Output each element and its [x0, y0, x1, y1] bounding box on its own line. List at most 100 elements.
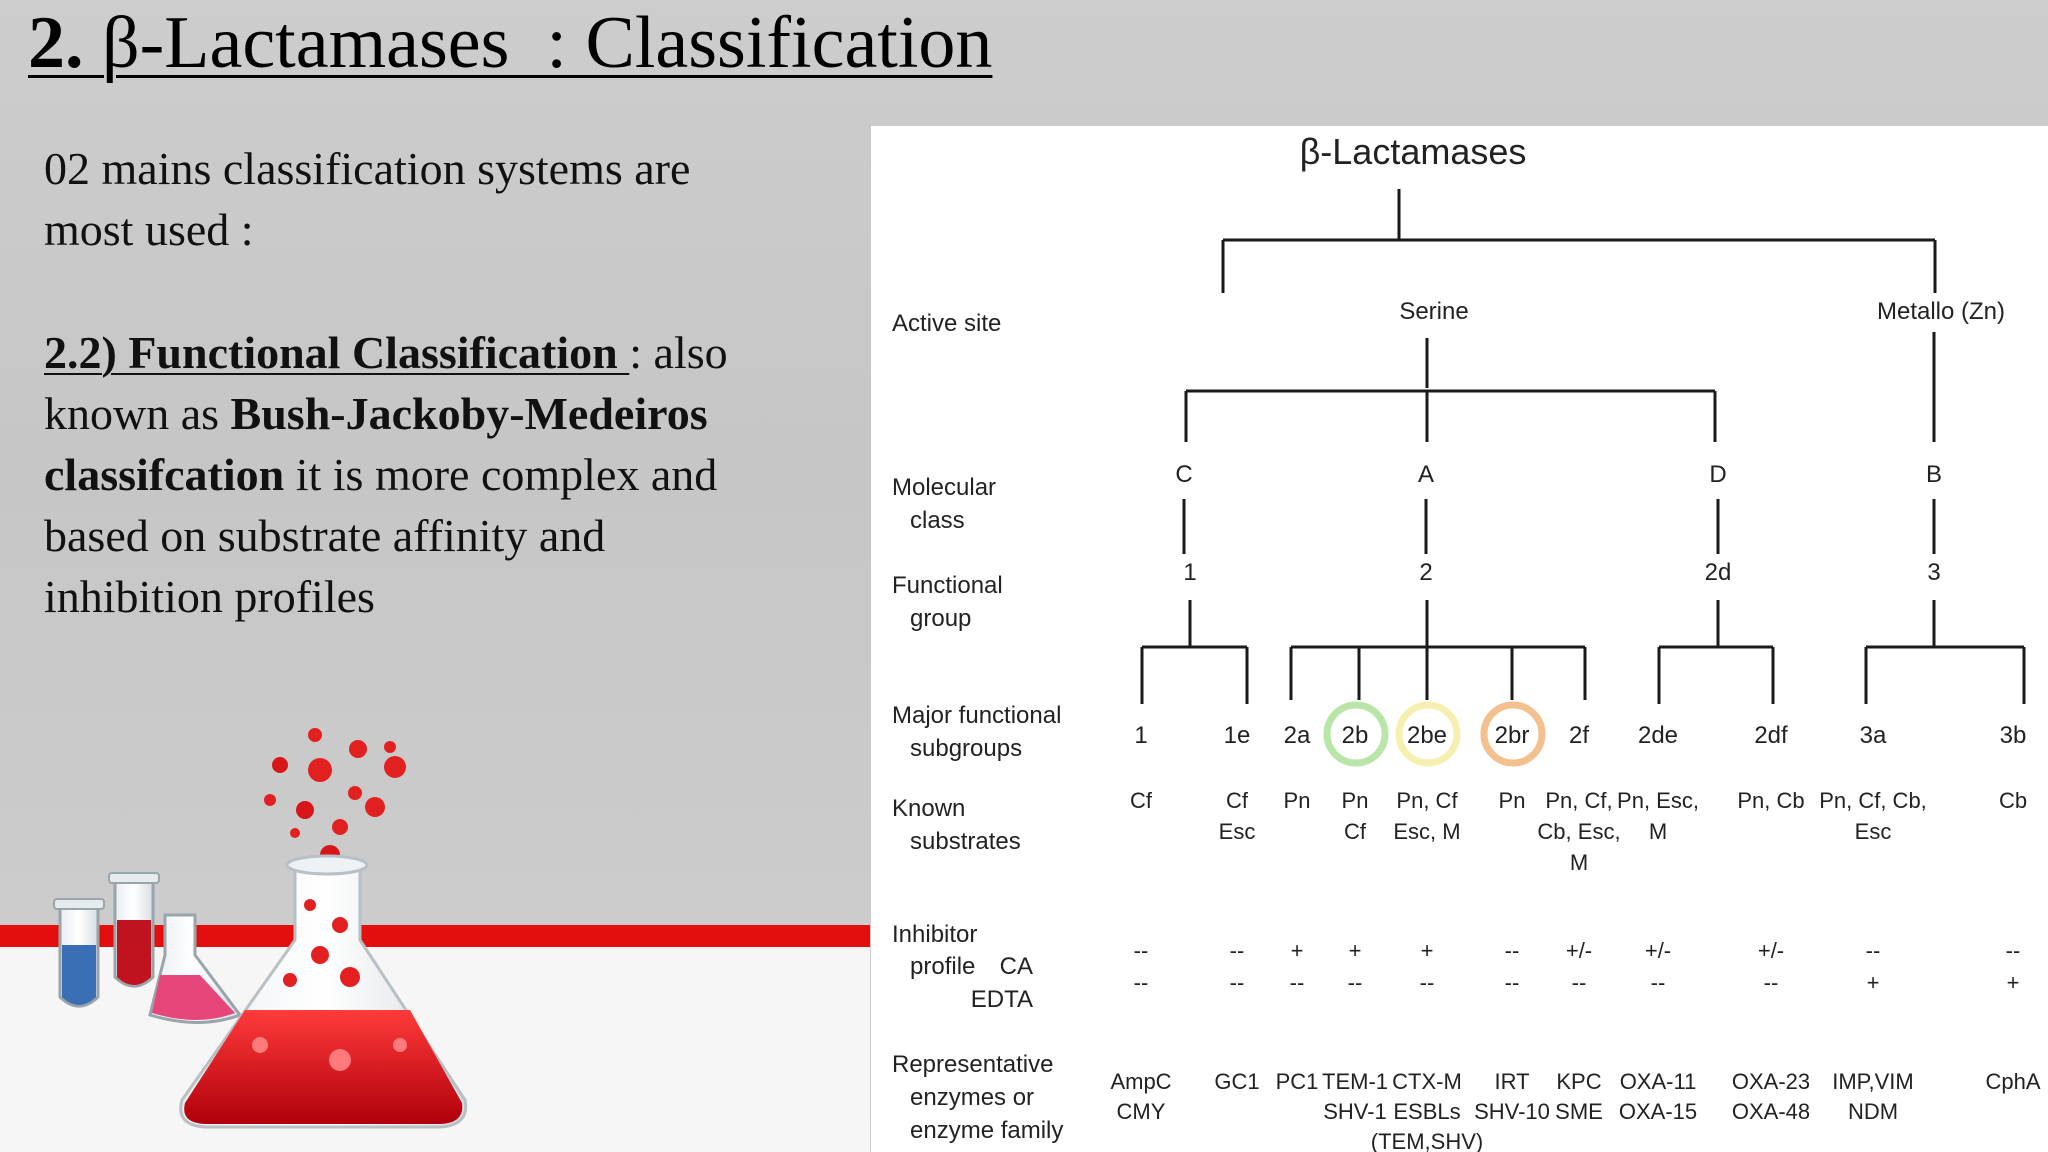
- subgroup-label: 3b: [2000, 722, 2027, 749]
- enzyme-label: SME: [1555, 1099, 1603, 1124]
- substrate-label: Pn, Cf,: [1545, 788, 1612, 813]
- enzyme-label: (TEM,SHV): [1371, 1129, 1483, 1152]
- enzyme-label: OXA-15: [1619, 1099, 1697, 1124]
- row-label-major-subgroups: Major functional: [892, 702, 1061, 729]
- enzyme-label: SHV-10: [1474, 1099, 1550, 1124]
- row-label-known-substrates: substrates: [910, 828, 1021, 855]
- substrate-label: Esc, M: [1393, 819, 1460, 844]
- molecular-class-d: D: [1709, 461, 1726, 488]
- substrate-label: Pn, Cf, Cb,: [1819, 788, 1927, 813]
- flask-icon: [179, 854, 468, 1129]
- ca-inhibition-value: +/-: [1645, 938, 1671, 963]
- body-text-segment: it is more complex and: [284, 449, 718, 500]
- functional-group-1: 1: [1183, 559, 1196, 586]
- bold-term: classifcation: [44, 449, 285, 500]
- classification-diagram: β-Lactamases Active site Molecular class…: [871, 126, 2048, 1152]
- functional-group-nodes: 1 2 2d 3: [1183, 559, 1940, 586]
- enzyme-label: OXA-11: [1620, 1069, 1697, 1094]
- subgroup-label: 2a: [1284, 722, 1311, 749]
- functional-classification-paragraph: 2.2) Functional Classification : also: [44, 322, 864, 383]
- edta-inhibition-value: --: [1572, 970, 1587, 995]
- body-text: 02 mains classification systems are most…: [44, 138, 864, 627]
- functional-group-2: 2: [1419, 559, 1432, 586]
- substrate-label: M: [1649, 819, 1667, 844]
- substrate-label: Pn: [1499, 788, 1526, 813]
- subgroup-highlight-ring: [1480, 701, 1546, 767]
- row-label-molecular-class: Molecular: [892, 474, 996, 501]
- subgroup-highlight-ring: [1323, 701, 1389, 767]
- edta-inhibition-value: --: [1505, 970, 1520, 995]
- ca-inhibition-value: --: [1230, 938, 1245, 963]
- functional-group-2d: 2d: [1705, 559, 1732, 586]
- subgroup-label: 2b: [1342, 722, 1369, 749]
- red-band: [0, 925, 870, 947]
- enzyme-label: ESBLs: [1393, 1099, 1460, 1124]
- edta-inhibition-value: --: [1420, 970, 1435, 995]
- subgroup-highlight-ring: [1395, 701, 1461, 767]
- row-label-representative: enzyme family: [910, 1117, 1063, 1144]
- subgroup-label: 1: [1134, 722, 1147, 749]
- ca-inhibition-value: --: [2006, 938, 2021, 963]
- substrate-label: Cf: [1226, 788, 1249, 813]
- substrate-label: Pn: [1284, 788, 1311, 813]
- row-label-known-substrates: Known: [892, 795, 965, 822]
- substrate-label: Cf: [1130, 788, 1153, 813]
- body-line: known as Bush-Jackoby-Medeiros: [44, 383, 864, 444]
- subgroup-highlights: [1323, 701, 1546, 767]
- ca-inhibition-value: +: [1291, 938, 1304, 963]
- enzyme-label: SHV-1: [1323, 1099, 1387, 1124]
- row-label-functional-group: group: [910, 605, 971, 632]
- molecular-class-b: B: [1926, 461, 1942, 488]
- substrate-label: Pn, Cf: [1396, 788, 1458, 813]
- edta-inhibition-value: --: [1230, 970, 1245, 995]
- subgroup-label: 2de: [1638, 722, 1678, 749]
- molecular-class-c: C: [1175, 461, 1192, 488]
- body-text-segment: known as: [44, 388, 231, 439]
- ca-inhibition-value: +: [1421, 938, 1434, 963]
- substrate-label: Cf: [1344, 819, 1367, 844]
- laboratory-glassware-illustration: [53, 728, 468, 1129]
- substrate-label: Pn: [1342, 788, 1369, 813]
- bold-term: Bush-Jackoby-Medeiros: [230, 388, 708, 439]
- enzyme-label: OXA-48: [1732, 1099, 1810, 1124]
- enzyme-label: PC1: [1276, 1069, 1319, 1094]
- row-label-inhibitor-profile: profile: [910, 953, 975, 980]
- intro-line: most used :: [44, 204, 254, 255]
- body-line: inhibition profiles: [44, 571, 375, 622]
- body-line: based on substrate affinity and: [44, 510, 606, 561]
- ca-inhibition-value: +: [1349, 938, 1362, 963]
- row-label-representative: Representative: [892, 1051, 1053, 1078]
- row-label-functional-group: Functional: [892, 572, 1003, 599]
- edta-inhibition-value: +: [2007, 970, 2020, 995]
- row-labels: Active site Molecular class Functional g…: [892, 310, 1063, 1144]
- slide-title: 2. β-Lactamases : Classification: [28, 2, 992, 85]
- active-site-serine: Serine: [1399, 298, 1468, 325]
- subgroup-label: 2df: [1754, 722, 1788, 749]
- substrate-label: M: [1570, 850, 1588, 875]
- row-label-molecular-class: class: [910, 507, 965, 534]
- subgroup-label: 3a: [1860, 722, 1887, 749]
- subgroup-columns: 1Cf----AmpCCMY1eCfEsc----GC12aPn+--PC12b…: [1110, 722, 2040, 1152]
- functional-group-3: 3: [1927, 559, 1940, 586]
- ca-inhibition-value: --: [1134, 938, 1149, 963]
- substrate-label: Pn, Esc,: [1617, 788, 1699, 813]
- body-line: classifcation it is more complex and: [44, 444, 864, 505]
- active-site-nodes: Serine Metallo (Zn): [1399, 298, 2005, 325]
- row-label-active-site: Active site: [892, 310, 1001, 337]
- enzyme-label: AmpC: [1110, 1069, 1171, 1094]
- edta-inhibition-value: --: [1290, 970, 1305, 995]
- ca-inhibition-value: +/-: [1758, 938, 1784, 963]
- enzyme-label: CphA: [1985, 1069, 2040, 1094]
- bubble-icons: [264, 728, 406, 865]
- edta-inhibition-value: --: [1764, 970, 1779, 995]
- edta-inhibition-value: +: [1867, 970, 1880, 995]
- subgroup-label: 1e: [1224, 722, 1251, 749]
- molecular-class-a: A: [1418, 461, 1434, 488]
- tree-connectors: [1140, 189, 2026, 704]
- heading-tail: : also: [629, 327, 728, 378]
- subgroup-label: 2be: [1407, 722, 1447, 749]
- substrate-label: Esc: [1855, 819, 1892, 844]
- title-text: β-Lactamases : Classification: [83, 2, 993, 84]
- edta-inhibition-value: --: [1348, 970, 1363, 995]
- row-label-representative: enzymes or: [910, 1084, 1034, 1111]
